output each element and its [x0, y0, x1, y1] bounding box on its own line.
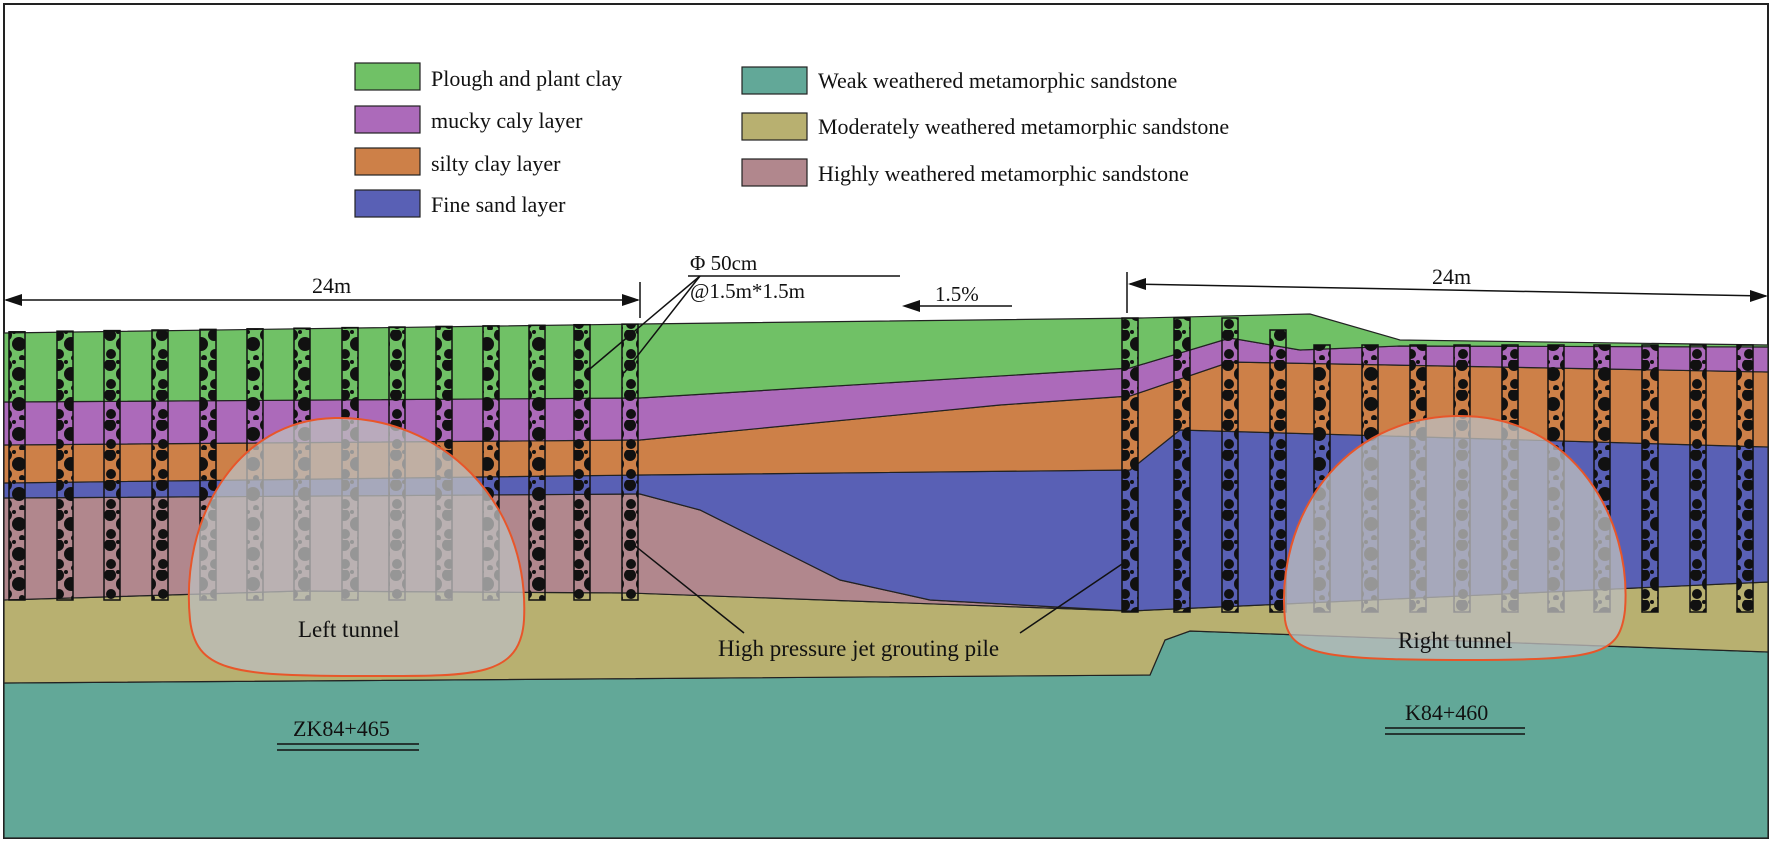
legend-swatch-moderate-sandstone [741, 112, 808, 141]
legend: Plough and plant clay mucky caly layer s… [354, 62, 1229, 218]
legend-swatch-highly-sandstone [741, 158, 808, 187]
legend-label-weak-sandstone: Weak weathered metamorphic sandstone [818, 68, 1177, 93]
right-width-arrow-right [1750, 290, 1768, 302]
jet-grouting-pile-label: High pressure jet grouting pile [718, 636, 999, 661]
legend-label-highly-sandstone: Highly weathered metamorphic sandstone [818, 161, 1189, 186]
left-width-label: 24m [312, 273, 351, 298]
jet-grouting-pile-left-2 [56, 330, 74, 601]
slope-arrow-head [902, 300, 920, 312]
legend-swatch-silty-clay [354, 147, 421, 176]
right-width-arrow-left [1128, 278, 1146, 290]
left-station-label: ZK84+465 [293, 716, 390, 741]
legend-swatch-mucky-clay [354, 105, 421, 134]
jet-grouting-pile-left-4 [151, 329, 169, 601]
right-tunnel-shape [1283, 414, 1627, 662]
dimension-lines [4, 272, 1768, 751]
right-width-line [1129, 283, 1767, 297]
jet-pile-leader-2 [1019, 559, 1129, 634]
slope-label: 1.5% [935, 282, 979, 306]
legend-label-plough-clay: Plough and plant clay [431, 66, 622, 91]
jet-grouting-pile-right-3 [1221, 317, 1239, 613]
jet-grouting-pile-right-13 [1689, 344, 1707, 613]
jet-grouting-pile-right-14 [1736, 344, 1754, 613]
jet-pile-leader-1 [633, 544, 745, 634]
legend-swatch-fine-sand [354, 189, 421, 218]
right-width-label: 24m [1432, 264, 1471, 289]
jet-grouting-pile-left-12 [528, 324, 546, 601]
jet-grouting-pile-left-14 [621, 323, 639, 601]
pile-label-leader-1 [584, 275, 701, 374]
jet-grouting-pile-right-2 [1173, 317, 1191, 613]
pile-diameter-label: Φ 50cm [690, 251, 757, 275]
legend-swatch-weak-sandstone [741, 66, 808, 95]
legend-label-fine-sand: Fine sand layer [431, 192, 566, 217]
pile-spacing-label: @1.5m*1.5m [690, 279, 805, 303]
legend-swatch-plough-clay [354, 62, 421, 91]
jet-grouting-pile-left-1 [8, 331, 26, 601]
pile-label-leader-2 [623, 275, 701, 374]
legend-label-mucky-clay: mucky caly layer [431, 108, 583, 133]
jet-grouting-pile-right-12 [1641, 344, 1659, 613]
jet-grouting-pile-right-4 [1269, 329, 1287, 613]
right-tunnel-label: Right tunnel [1398, 628, 1512, 653]
jet-grouting-pile-left-3 [103, 329, 121, 601]
left-tunnel-shape [187, 416, 526, 678]
left-width-arrow-left [4, 294, 22, 306]
legend-label-silty-clay: silty clay layer [431, 151, 561, 176]
jet-grouting-pile-left-13 [573, 323, 591, 601]
left-width-arrow-right [622, 294, 640, 306]
legend-label-moderate-sandstone: Moderately weathered metamorphic sandsto… [818, 114, 1229, 139]
left-tunnel-label: Left tunnel [298, 617, 400, 642]
jet-grouting-pile-right-1 [1121, 317, 1139, 613]
right-station-label: K84+460 [1405, 700, 1488, 725]
